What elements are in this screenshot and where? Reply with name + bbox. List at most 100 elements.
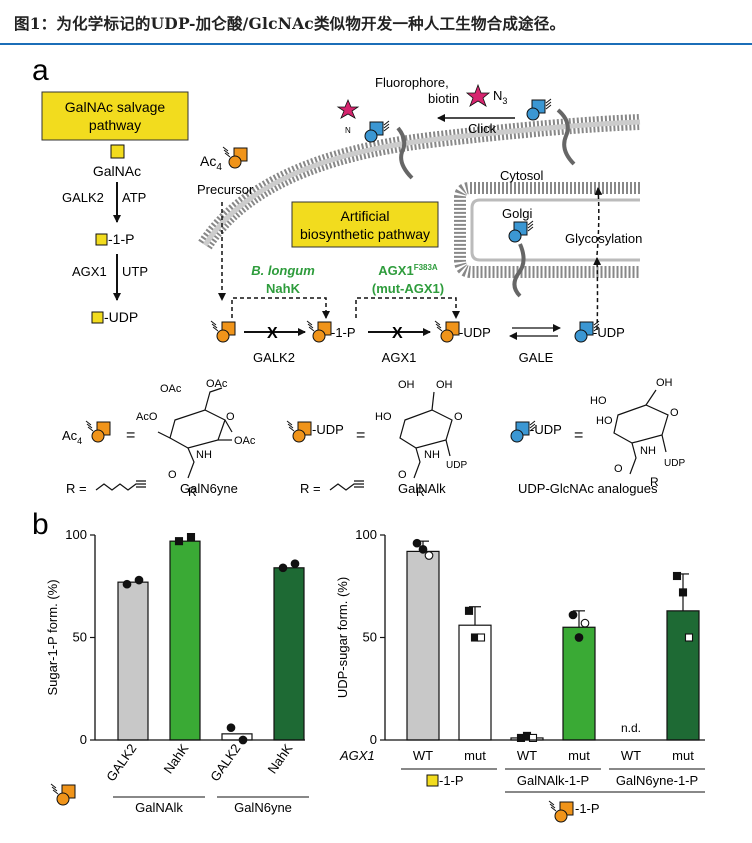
data-point [672, 571, 682, 581]
panel-a-label: a [32, 54, 49, 87]
data-point [134, 575, 144, 585]
group-label: GalN6yne [234, 800, 292, 815]
agx1-bypass [355, 297, 460, 319]
r-eq-label-2: R = [300, 481, 321, 496]
pathway-udp-blue-label: -UDP [593, 325, 625, 340]
galnac-yellow-square [426, 774, 439, 787]
data-point [186, 532, 196, 542]
data-point [580, 618, 590, 628]
caption-rule [0, 43, 752, 45]
r-label-1: R [188, 485, 197, 499]
bar [458, 624, 492, 741]
y-tick-label: 0 [80, 732, 87, 747]
precursor-symbol [222, 146, 248, 169]
ho-label-3: HO [596, 415, 613, 427]
galnac-1p-label: -1-P [108, 231, 134, 247]
nh-label-3: NH [640, 445, 656, 457]
blue-sugar-golgi [508, 220, 534, 243]
agx1-label: AGX1 [72, 264, 107, 279]
figure-canvas: a GalNAc salvage pathway GalNAc GALK2 AT… [32, 54, 705, 823]
bar [273, 567, 305, 741]
bar [666, 610, 700, 741]
x-tick-label: GALK2 [207, 741, 243, 784]
structure-galn6yne [157, 387, 233, 479]
na-label: n.d. [621, 721, 641, 735]
galk2-row-label: GALK2 [253, 350, 295, 365]
udp-label-struct-2: UDP [664, 458, 685, 469]
udp-glcnac-analogues: UDP-GlcNAc analogues [518, 481, 658, 496]
agx1-row-label: AGX1 [339, 748, 375, 763]
triazole-n-label: N [345, 126, 351, 135]
galnac-label: GalNAc [93, 163, 141, 179]
oac-top-1: OAc [160, 383, 182, 395]
udp-galnac-square [91, 311, 104, 324]
bar [562, 626, 596, 741]
pathway-1p-label: -1-P [331, 325, 356, 340]
blongum-label: B. longum [251, 263, 315, 278]
oac-right: OAc [234, 435, 256, 447]
r-group-galnalk [329, 480, 364, 491]
biotin-label: biotin [428, 91, 459, 106]
oh-top-1: OH [398, 379, 415, 391]
cytosol-label: Cytosol [500, 168, 543, 183]
legend-eq-2: = [356, 427, 365, 444]
y-tick-label: 50 [73, 630, 87, 645]
data-point [412, 538, 422, 548]
aco-label: AcO [136, 411, 158, 423]
group-label: GalNAlk-1-P [517, 773, 589, 788]
pathway-sugar-3 [434, 320, 460, 343]
data-point [418, 544, 428, 554]
pathway-sugar-2 [306, 320, 332, 343]
precursor-label: Precursor [197, 182, 254, 197]
super-group-symbol [548, 800, 574, 823]
galnac-yellow-square [110, 144, 125, 159]
group-label: -1-P [439, 773, 464, 788]
o-carbonyl-1: O [168, 469, 177, 481]
legend-eq-1: = [126, 427, 135, 444]
o-carbonyl-2: O [398, 469, 407, 481]
legend-udp-orange-symbol [286, 420, 312, 443]
fluorophore-label: Fluorophore, [375, 75, 449, 90]
legend-ac4-label: Ac4 [62, 428, 82, 446]
panel-b-label: b [32, 508, 49, 541]
nahk-bypass [231, 297, 330, 319]
structure-galnalk [399, 391, 453, 479]
y-axis-label: UDP-sugar form. (%) [335, 577, 350, 698]
galk2-label: GALK2 [62, 190, 104, 205]
utp-label: UTP [122, 264, 148, 279]
glycosylation-label: Glycosylation [565, 231, 642, 246]
x-mark-2: X [392, 325, 403, 342]
figure-caption: 图1：为化学标记的UDP-加仑酸/GlcNAc类似物开发一种人工生物合成途径。 [14, 14, 566, 33]
bar [169, 540, 201, 741]
super-group-label: -1-P [575, 801, 600, 816]
blue-sugar-reagent [526, 98, 552, 121]
glycoprotein-chain-3 [512, 243, 526, 298]
nh-label-2: NH [424, 449, 440, 461]
agx1-mut-label: AGX1F383A [378, 263, 438, 278]
gale-label: GALE [519, 350, 554, 365]
artificial-title-2: biosynthetic pathway [300, 226, 430, 242]
magenta-star-reagent [465, 83, 491, 107]
y-axis-label: Sugar-1-P form. (%) [45, 579, 60, 695]
data-point [476, 633, 486, 642]
glycoprotein-chain-2 [556, 108, 576, 166]
y-tick-label: 0 [370, 732, 377, 747]
data-point [678, 588, 688, 597]
atp-label: ATP [122, 190, 146, 205]
data-point [174, 537, 184, 546]
nh-label-1: NH [196, 449, 212, 461]
y-tick-label: 50 [363, 630, 377, 645]
data-point [574, 633, 584, 642]
golgi-label: Golgi [502, 206, 532, 221]
n3-label: N3 [493, 88, 507, 106]
x-tick-label: GALK2 [103, 741, 139, 784]
data-point [278, 563, 288, 573]
o-ring-3: O [670, 407, 679, 419]
salvage-pathway-box [41, 91, 189, 141]
oh-top-2: OH [436, 379, 453, 391]
nahk-label: NahK [266, 281, 301, 296]
o-ring-label: O [226, 411, 235, 423]
legend-udp-orange-label: -UDP [312, 422, 344, 437]
data-point [290, 559, 300, 569]
